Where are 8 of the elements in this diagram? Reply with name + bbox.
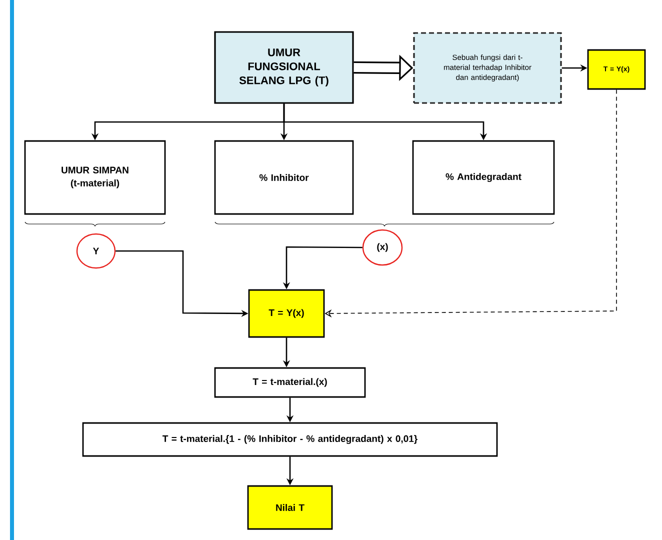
formula-box: T = t-material.(x) — [214, 367, 366, 398]
result-box: Nilai T — [247, 485, 333, 530]
process-box: % Inhibitor — [214, 140, 354, 215]
process-box: UMUR FUNGSIONAL SELANG LPG (T) — [214, 31, 354, 104]
result-box: T = Y(x) — [248, 289, 325, 338]
formula-box: T = t-material.{1 - (% Inhibitor - % antidegradant) x 0,01} — [82, 422, 498, 457]
process-box: % Antidegradant — [412, 140, 555, 215]
process-box: UMUR SIMPAN (t-material) — [24, 140, 166, 215]
